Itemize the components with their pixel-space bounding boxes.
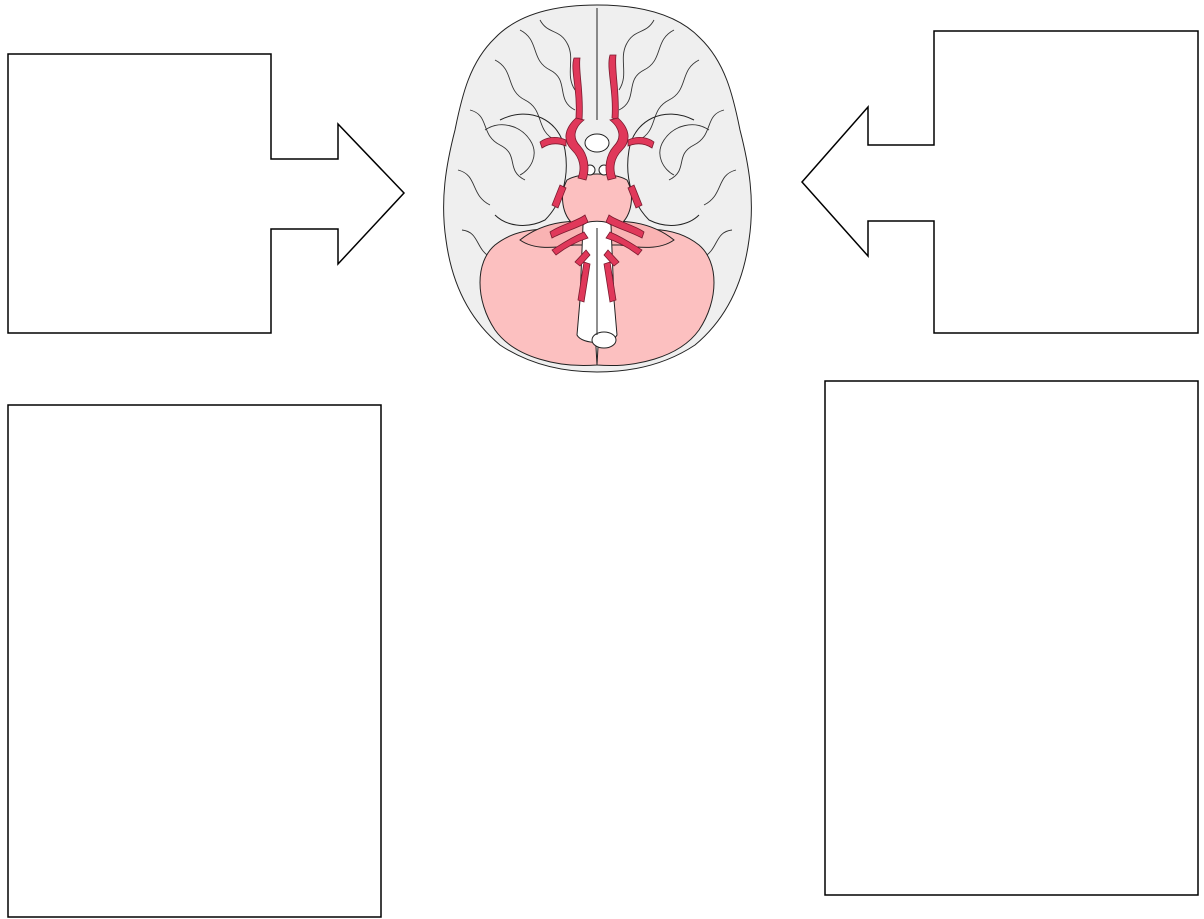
spinal-cord-cut	[592, 332, 616, 348]
optic-chiasm	[585, 134, 609, 152]
brain-inferior-view-icon	[444, 5, 752, 372]
bottom-right-rect	[825, 381, 1198, 895]
bottom-left-rect	[8, 405, 381, 917]
top-right-arrow-box[interactable]	[802, 31, 1198, 333]
arrow-right-icon	[8, 54, 404, 333]
bottom-right-box[interactable]	[825, 381, 1198, 895]
bottom-left-box[interactable]	[8, 405, 381, 917]
pons	[563, 174, 632, 225]
arrow-left-icon	[802, 31, 1198, 333]
top-left-arrow-box[interactable]	[8, 54, 404, 333]
